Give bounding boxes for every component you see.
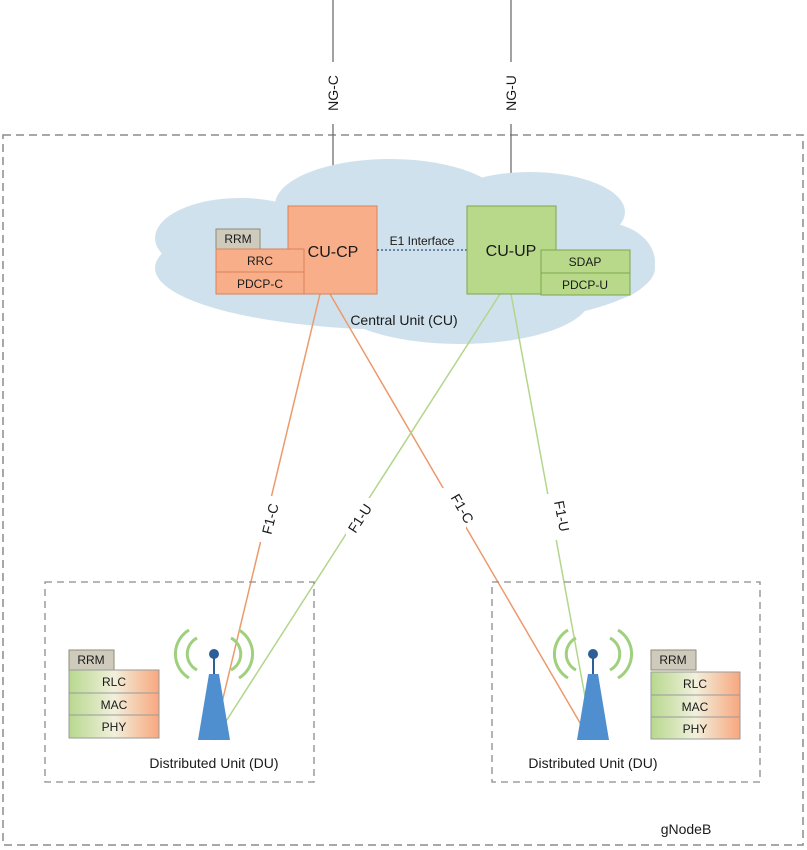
antenna-tower-icon (173, 628, 255, 740)
ng-c-label-bg (322, 62, 344, 124)
du-right-rrm-box (650, 649, 697, 671)
cu-cp-pdcp-label: PDCP-C (237, 277, 283, 291)
cu-up-title: CU-UP (486, 243, 537, 260)
du-right-boundary (491, 581, 761, 783)
du-right-phy-label: PHY (683, 722, 708, 736)
du-left-boundary (44, 581, 315, 783)
du-left: RRM RLC MAC PHY Distributed Unit (DU) (44, 581, 315, 783)
du-left-phy-box (68, 714, 160, 739)
cu-up-sdap-label: SDAP (569, 255, 602, 269)
du-left-label: Distributed Unit (DU) (149, 755, 278, 771)
du-right-mac-label: MAC (682, 700, 709, 714)
cu-cp-rrc-label: RRC (247, 254, 273, 268)
cu-cp-pdcp-box (215, 271, 305, 295)
ng-u-label: NG-U (503, 75, 519, 111)
cu-cp-rrm-label: RRM (224, 232, 251, 246)
gnodeb-boundary (2, 134, 804, 846)
f1u-right-bg (540, 494, 564, 540)
cu-cp-block: CU-CP RRM RRC PDCP-C (215, 205, 378, 295)
f1c-right-bg (440, 488, 466, 534)
ng-c-label: NG-C (325, 75, 341, 111)
du-right-rlc-label: RLC (683, 677, 707, 691)
du-right-rrm-label: RRM (659, 653, 686, 667)
central-unit-label: Central Unit (CU) (350, 312, 457, 328)
du-left-rrm-label: RRM (77, 653, 104, 667)
cu-up-pdcp-label: PDCP-U (562, 278, 608, 292)
f1c-left-bg (258, 496, 282, 542)
gnodeb-label: gNodeB (661, 821, 712, 837)
du-left-rlc-label: RLC (102, 675, 126, 689)
f1-c-label-left: F1-C (259, 502, 282, 536)
cu-up-block: CU-UP SDAP PDCP-U (466, 205, 631, 296)
f1u-left-bg (346, 498, 372, 544)
f1-u-label-right: F1-U (551, 499, 573, 533)
ng-u-label-bg (500, 62, 522, 124)
cu-cp-title: CU-CP (308, 244, 359, 261)
antenna-tower-icon (552, 628, 634, 740)
du-left-mac-label: MAC (101, 698, 128, 712)
e1-interface-label: E1 Interface (390, 234, 455, 248)
du-right-label: Distributed Unit (DU) (528, 755, 657, 771)
cu-up-pdcp-box (540, 272, 631, 296)
du-left-phy-label: PHY (102, 720, 127, 734)
du-right: RRM RLC MAC PHY Distributed Unit (DU) (491, 581, 761, 783)
du-right-phy-box (650, 716, 741, 740)
